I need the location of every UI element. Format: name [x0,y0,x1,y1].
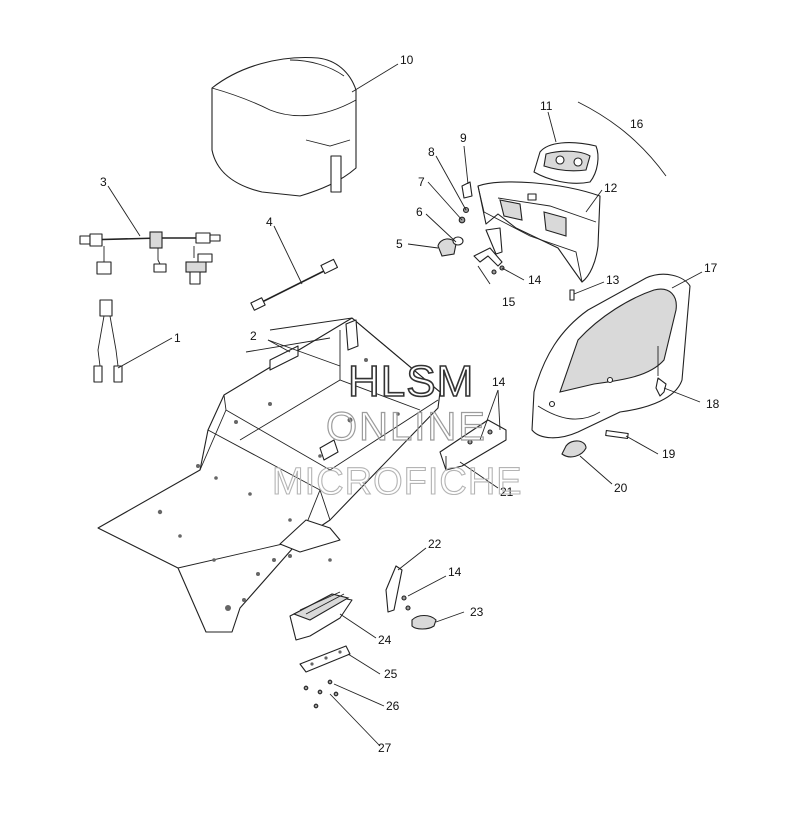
callout-16: 16 [630,117,644,131]
grommet-part-20 [561,440,587,458]
callout-13: 13 [606,273,620,287]
callout-25: 25 [384,667,398,681]
callout-18: 18 [706,397,720,411]
bracket-part-22 [385,565,403,613]
screw-part-13 [569,289,575,301]
wiring-harness [79,231,221,285]
wire-assembly [93,299,123,383]
tunnel-slot [269,345,299,371]
callout-10: 10 [400,53,414,67]
screws-part-26-27 [303,679,339,709]
mounting-bracket-15 [473,227,505,285]
callout-6: 6 [416,205,423,219]
harness-lead [250,258,339,311]
callout-4: 4 [266,215,273,229]
leader-lines [107,63,703,747]
callout-5: 5 [396,237,403,251]
callout-14-upper: 14 [528,273,542,287]
tail-light-assembly [533,142,599,184]
callout-1: 1 [174,331,181,345]
callout-labels: 1 2 3 4 5 6 7 8 9 10 11 12 13 14 14 14 1… [100,53,720,755]
chassis-tunnel [97,317,441,633]
callout-11: 11 [540,99,553,113]
callout-2: 2 [250,329,257,343]
callout-17: 17 [704,261,718,275]
seat-cushion [211,56,357,197]
plate-part-25 [299,645,351,673]
watermark: HLSM ONLINE MICROFICHE [271,356,523,503]
watermark-line-3: MICROFICHE [272,461,523,503]
callout-14-middle: 14 [492,375,506,389]
knob-part-5 [437,238,457,257]
small-hardware [437,181,473,257]
callout-27: 27 [378,741,392,755]
step-part-24 [289,591,353,641]
callout-20: 20 [614,481,628,495]
reflector-bracket-line [577,101,667,177]
callout-15: 15 [502,295,516,309]
watermark-line-2: ONLINE [326,405,487,449]
watermark-line-1: HLSM [348,357,474,406]
pad-part-23 [401,595,437,630]
callout-14-lower: 14 [448,565,462,579]
side-panel [531,273,691,439]
callout-26: 26 [386,699,400,713]
fastener-part-18 [655,346,667,397]
bracket-part-21 [439,419,507,471]
callout-12: 12 [604,181,618,195]
callout-19: 19 [662,447,676,461]
callout-24: 24 [378,633,392,647]
callout-8: 8 [428,145,435,159]
footrest-bracket-plate [279,519,341,553]
callout-22: 22 [428,537,442,551]
callout-9: 9 [460,131,467,145]
callout-23: 23 [470,605,484,619]
seat-strap [330,155,342,193]
callout-3: 3 [100,175,107,189]
callout-21: 21 [500,485,514,499]
grommet-part-6 [452,236,464,246]
clip-part-9 [461,181,473,199]
callout-7: 7 [418,175,425,189]
bolt-part-19 [605,429,629,440]
rear-housing [477,181,601,283]
